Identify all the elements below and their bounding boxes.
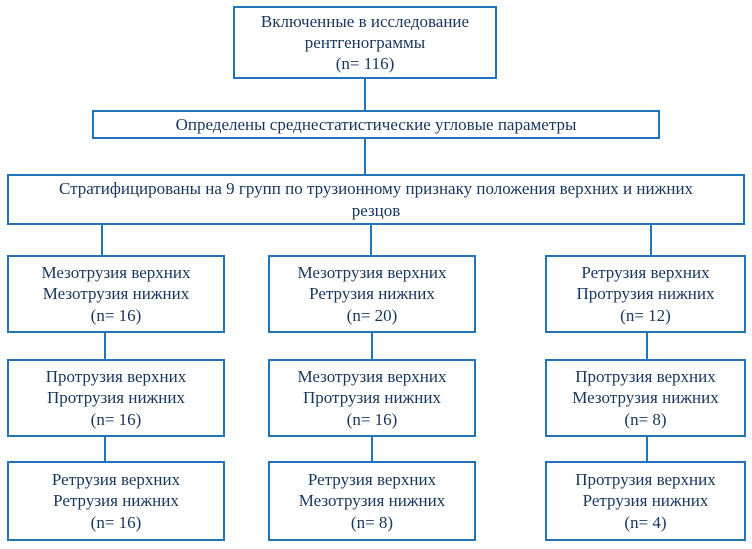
box-text-line: Мезотрузия верхних bbox=[297, 263, 447, 283]
connector-col1-row2-row3 bbox=[104, 437, 106, 461]
box-text-line: Протрузия нижних bbox=[303, 388, 441, 408]
box-text-line: Определены среднестатистические угловые … bbox=[175, 114, 577, 134]
connector-top-to-params bbox=[364, 79, 366, 110]
box-text-line: Ретрузия нижних bbox=[53, 491, 179, 511]
box-text-line: Протрузия верхних bbox=[575, 470, 716, 490]
box-text-line: Ретрузия нижних bbox=[309, 284, 435, 304]
box-text-line: Мезотрузия верхних bbox=[41, 263, 191, 283]
group-box-col3-row1: Ретрузия верхних Протрузия нижних (n= 12… bbox=[545, 255, 746, 333]
connector-params-to-strat bbox=[364, 139, 366, 174]
box-text-line: Мезотрузия нижних bbox=[42, 284, 190, 304]
box-text-line: Протрузия нижних bbox=[576, 284, 715, 304]
average-parameters-box: Определены среднестатистические угловые … bbox=[92, 110, 660, 139]
group-box-col1-row1: Мезотрузия верхних Мезотрузия нижних (n=… bbox=[7, 255, 225, 333]
stratification-box: Стратифицированы на 9 групп по трузионно… bbox=[7, 174, 745, 225]
connector-strat-to-col1 bbox=[101, 225, 103, 255]
box-text-line: Ретрузия нижних bbox=[582, 491, 709, 511]
connector-strat-to-col2 bbox=[370, 225, 372, 255]
box-text-line: Мезотрузия нижних bbox=[298, 491, 446, 511]
sample-size-label: (n= 16) bbox=[90, 409, 142, 429]
sample-size-label: (n= 116) bbox=[335, 54, 395, 74]
box-text-line: Ретрузия верхних bbox=[51, 470, 181, 490]
group-box-col1-row3: Ретрузия верхних Ретрузия нижних (n= 16) bbox=[7, 461, 225, 541]
box-text-line: Протрузия нижних bbox=[47, 388, 185, 408]
connector-col3-row1-row2 bbox=[646, 333, 648, 359]
group-box-col2-row1: Мезотрузия верхних Ретрузия нижних (n= 2… bbox=[268, 255, 476, 333]
sample-size-label: (n= 12) bbox=[620, 305, 671, 325]
sample-size-label: (n= 16) bbox=[90, 512, 142, 532]
group-box-col1-row2: Протрузия верхних Протрузия нижних (n= 1… bbox=[7, 359, 225, 437]
box-text-line: Протрузия верхних bbox=[575, 367, 716, 387]
connector-strat-to-col3 bbox=[650, 225, 652, 255]
included-radiographs-box: Включенные в исследование рентгенограммы… bbox=[233, 6, 497, 79]
group-box-col2-row3: Ретрузия верхних Мезотрузия нижних (n= 8… bbox=[268, 461, 476, 541]
connector-col3-row2-row3 bbox=[646, 437, 648, 461]
group-box-col3-row2: Протрузия верхних Мезотрузия нижних (n= … bbox=[545, 359, 746, 437]
box-text-line: Протрузия верхних bbox=[45, 367, 187, 387]
connector-col1-row1-row2 bbox=[104, 333, 106, 359]
sample-size-label: (n= 20) bbox=[346, 305, 398, 325]
sample-size-label: (n= 16) bbox=[346, 409, 398, 429]
box-text-line: Включенные в исследование bbox=[260, 11, 470, 31]
box-text-line: рентгенограммы bbox=[304, 32, 426, 52]
box-text-line: Мезотрузия нижних bbox=[572, 388, 719, 408]
sample-size-label: (n= 8) bbox=[350, 512, 394, 532]
sample-size-label: (n= 16) bbox=[90, 305, 142, 325]
connector-col2-row1-row2 bbox=[371, 333, 373, 359]
box-text-line: резцов bbox=[351, 200, 401, 220]
sample-size-label: (n= 4) bbox=[624, 512, 667, 532]
connector-col2-row2-row3 bbox=[371, 437, 373, 461]
sample-size-label: (n= 8) bbox=[624, 409, 667, 429]
box-text-line: Мезотрузия верхних bbox=[297, 367, 447, 387]
group-box-col2-row2: Мезотрузия верхних Протрузия нижних (n= … bbox=[268, 359, 476, 437]
group-box-col3-row3: Протрузия верхних Ретрузия нижних (n= 4) bbox=[545, 461, 746, 541]
box-text-line: Стратифицированы на 9 групп по трузионно… bbox=[58, 179, 694, 199]
box-text-line: Ретрузия верхних bbox=[307, 470, 437, 490]
box-text-line: Ретрузия верхних bbox=[581, 263, 710, 283]
